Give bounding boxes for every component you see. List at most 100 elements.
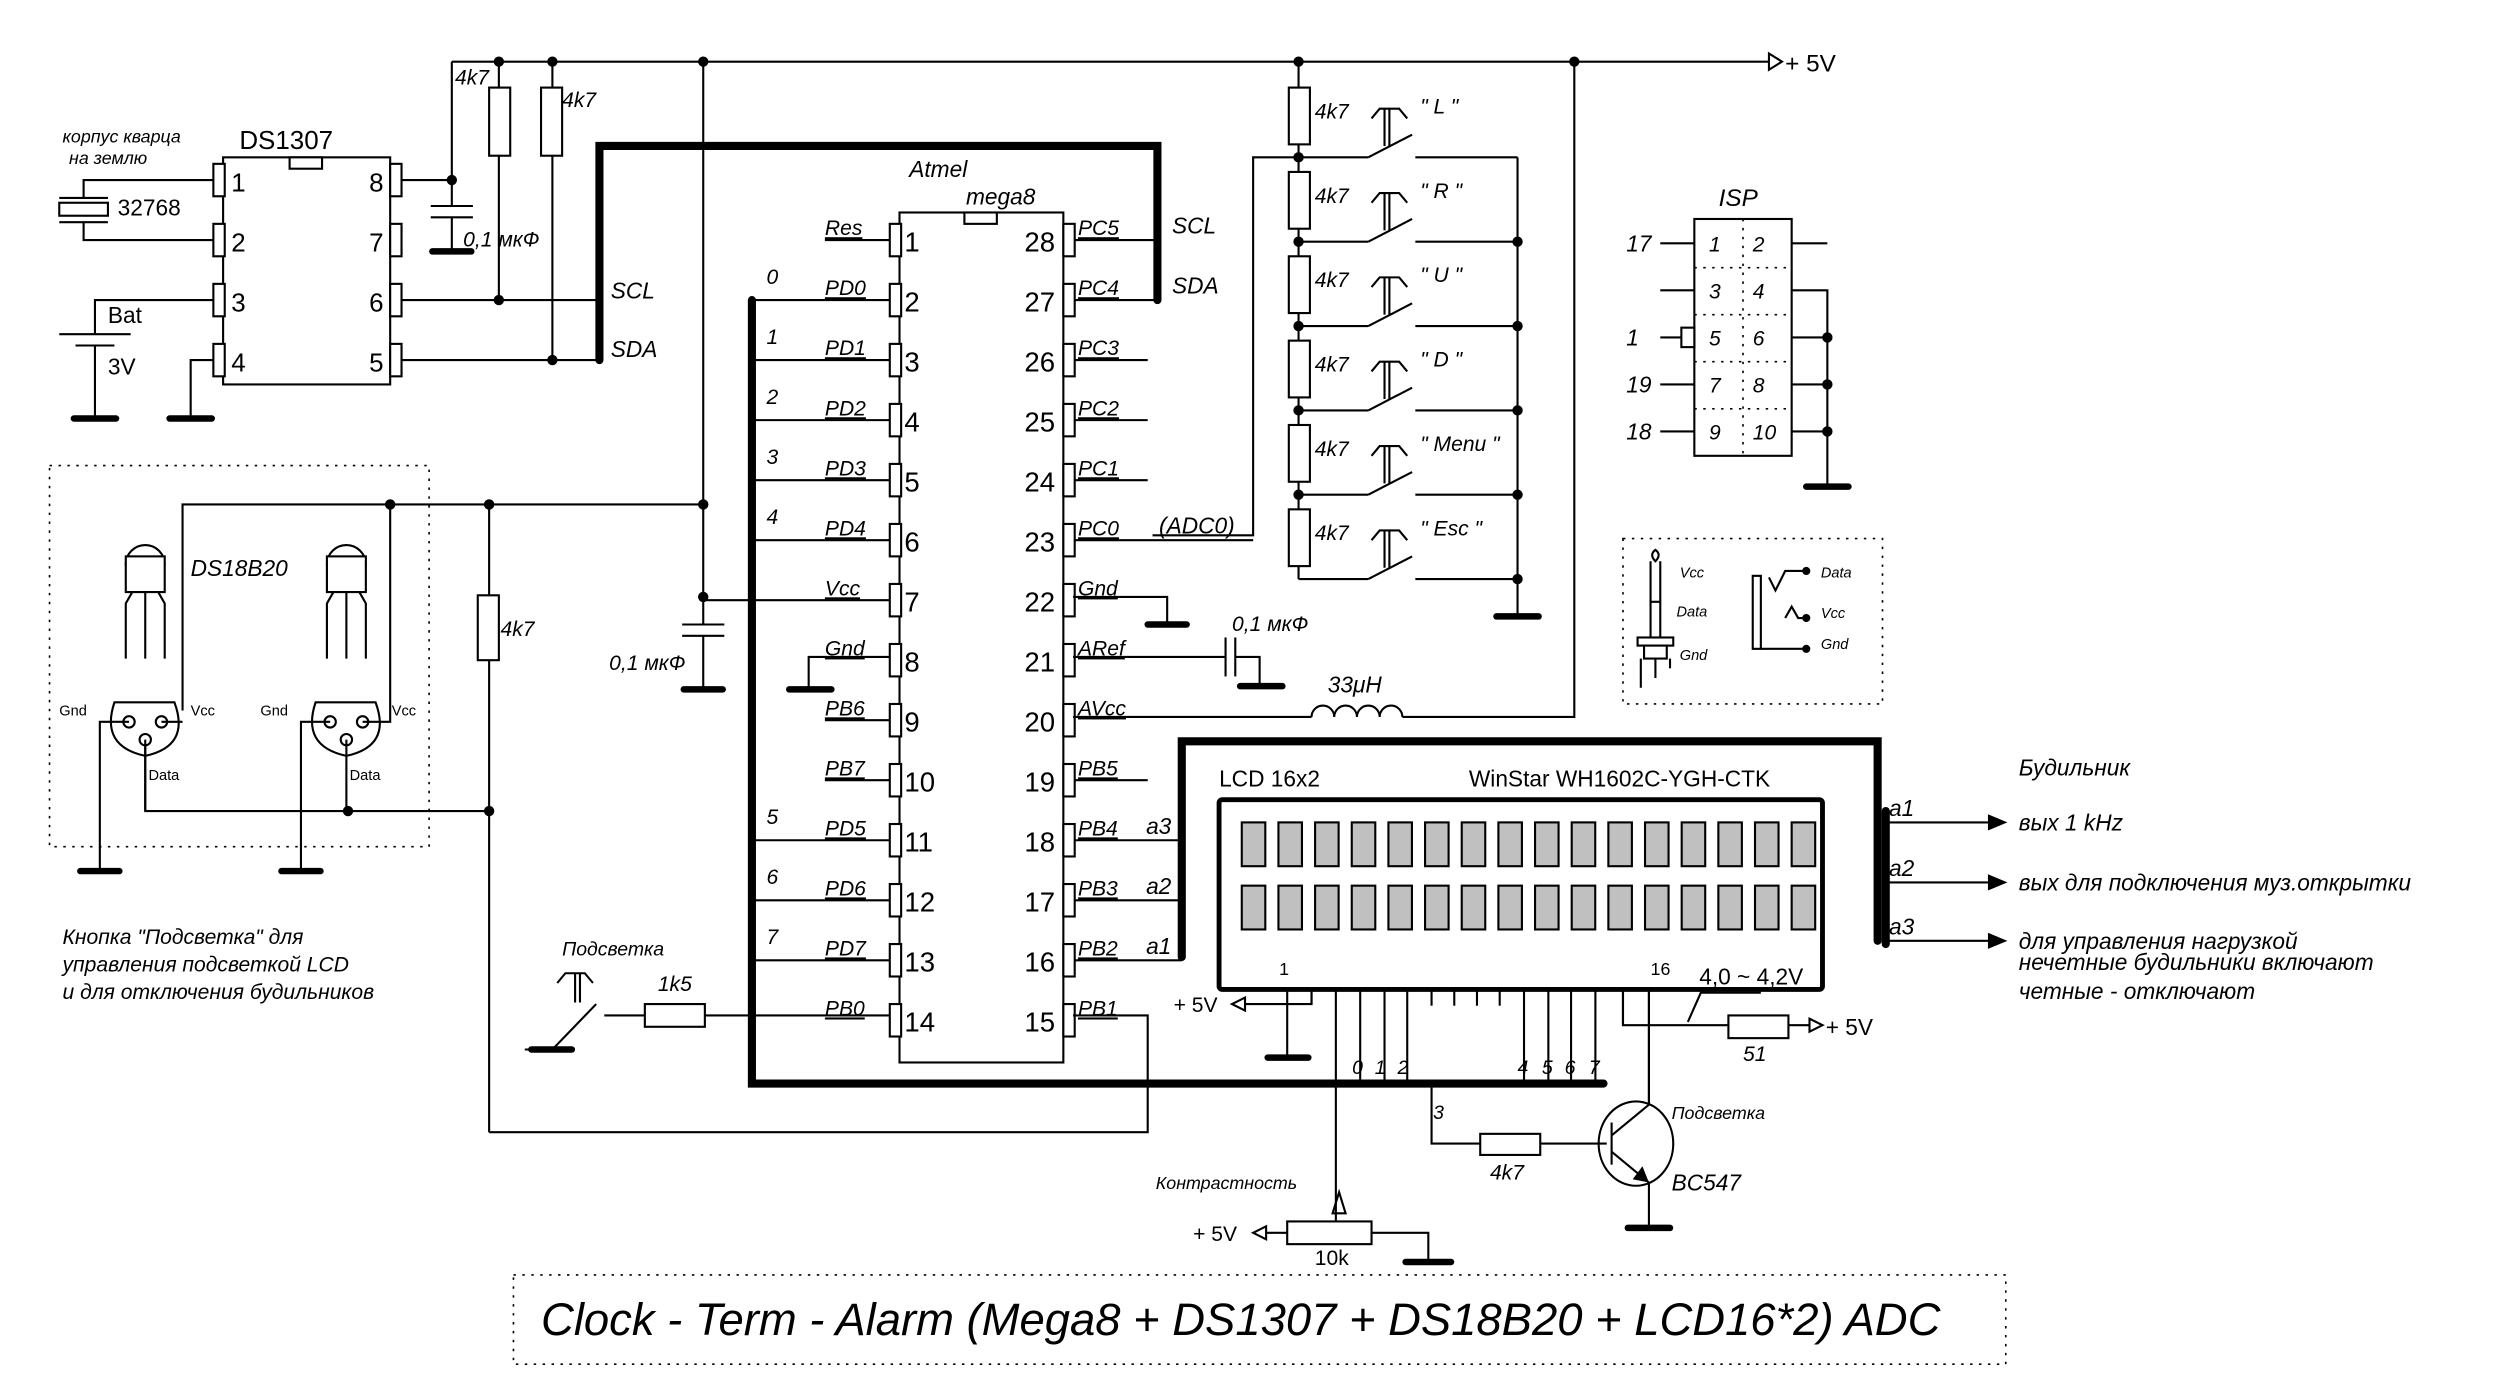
- mcu-model: mega8: [966, 183, 1036, 209]
- sensor-leads-icon: [325, 591, 367, 659]
- lcd-character-cell: [1533, 821, 1560, 868]
- mcu-pin-number: 9: [904, 707, 919, 738]
- scl-label: SCL: [611, 277, 655, 303]
- mcu-pin-box: [888, 402, 903, 438]
- mcu-pin-name: PB5: [1078, 757, 1118, 780]
- push-button-cap-icon: [1370, 360, 1409, 400]
- lcd-character-cell: [1387, 884, 1413, 931]
- mcu-pin-box: [1062, 943, 1076, 978]
- mcu-pin-name: PC0: [1078, 517, 1119, 540]
- mcu-pin-number: 26: [1024, 346, 1055, 377]
- isp-gnd-wire: [1791, 289, 1829, 487]
- lcd-character-cell: [1643, 884, 1670, 931]
- keypad-resistor-label: 4k7: [1315, 353, 1350, 376]
- sensor-body-icon: [124, 555, 166, 594]
- mcu-pin-number: 13: [904, 947, 935, 978]
- rtc-pin-3: 3: [231, 289, 245, 317]
- mcu-pin-name: AVcc: [1076, 697, 1126, 720]
- lcd-data-label: 6: [1565, 1057, 1576, 1079]
- lcd-character-cell: [1680, 821, 1707, 868]
- mcu-pin-name: PD4: [825, 517, 866, 540]
- mcu-pin-box: [888, 1003, 903, 1038]
- lcd-character-cell: [1570, 884, 1597, 931]
- lcd-character-cell: [1497, 821, 1523, 868]
- keypad-button-label: " Esc ": [1420, 517, 1483, 540]
- junction-dot: [1822, 332, 1833, 343]
- keypad-resistor-label: 4k7: [1315, 100, 1350, 123]
- mcu-pin-number: 24: [1024, 466, 1055, 497]
- vcc-rail: + 5V: [451, 50, 1837, 77]
- isp-mcu-pin: 18: [1626, 419, 1652, 445]
- isp-pin-odd: 7: [1709, 375, 1722, 398]
- mcu-pin-name: PD2: [825, 397, 866, 420]
- lcd-pin1-label: 1: [1279, 959, 1289, 979]
- lcd-data-label: 4: [1518, 1057, 1529, 1079]
- push-button-cap-icon: [1370, 276, 1409, 315]
- mcu-vcc-cap: 0,1 мкФ: [609, 61, 726, 693]
- mcu-pin-name: PD1: [825, 337, 866, 360]
- rtc-pin-2: 2: [231, 229, 245, 257]
- mcu-pin-box: [888, 282, 903, 318]
- lcd-character-cell: [1387, 821, 1413, 868]
- isp-pin-even: 10: [1753, 422, 1777, 445]
- backlight-voltage: 4,0 ~ 4,2V: [1699, 964, 1804, 990]
- lcd-character-cell: [1717, 884, 1743, 931]
- mcu-pin-box: [888, 762, 903, 798]
- mcu-pin-name: ARef: [1076, 637, 1127, 660]
- sensor-note-1: Кнопка "Подсветка" для: [63, 926, 304, 949]
- mcu-pin-box: [1062, 462, 1076, 498]
- isp-pin-odd: 9: [1709, 422, 1721, 445]
- mcu-pin-number: 27: [1024, 286, 1055, 317]
- mcu-pin-name: Vcc: [825, 577, 861, 600]
- lcd-character-cell: [1643, 821, 1670, 868]
- keypad-resistor-label: 4k7: [1315, 185, 1350, 208]
- jack-label-data: Data: [1677, 604, 1708, 620]
- mcu-pin-number: 21: [1024, 647, 1055, 678]
- lcd-character-cell: [1240, 884, 1267, 931]
- mcu-pin-box: [1062, 702, 1076, 738]
- rtc-pin-1: 1: [231, 169, 245, 197]
- isp-title: ISP: [1719, 185, 1759, 212]
- push-button-cap-icon: [1370, 191, 1409, 231]
- rtc-pin-8: 8: [369, 169, 383, 197]
- mcu-pin-name: PC5: [1078, 217, 1119, 240]
- keypad-button-label: " D ": [1420, 349, 1463, 372]
- lcd-character-cell: [1277, 884, 1304, 931]
- rtc-pin-7: 7: [369, 229, 383, 257]
- lcd-character-cell: [1680, 884, 1707, 931]
- backlight-button-label: Подсветка: [562, 938, 664, 960]
- keypad-resistor-label: 4k7: [1315, 269, 1350, 292]
- lcd-character-cell: [1570, 821, 1597, 868]
- junction-dot: [1822, 379, 1833, 390]
- vcc-rail-label: + 5V: [1785, 50, 1836, 77]
- isp-mcu-pin: 17: [1626, 230, 1653, 256]
- mcu-pin-box: [1062, 342, 1076, 378]
- junction-dot: [1822, 426, 1833, 437]
- lcd-character-cell: [1607, 884, 1633, 931]
- sensor-pin-gnd: Gnd: [260, 703, 288, 719]
- keypad-button-label: " U ": [1420, 264, 1463, 287]
- bus-index-label: 1: [767, 326, 779, 349]
- contrast-vcc-label: + 5V: [1193, 1223, 1237, 1246]
- bus-index-label: 4: [767, 506, 779, 529]
- bus-index-label: 2: [766, 386, 779, 409]
- sensor-body-icon: [325, 555, 367, 594]
- mcu-pin-name: PC3: [1078, 337, 1119, 360]
- keypad-button-label: " Menu ": [1420, 433, 1501, 456]
- sensor-pin-data: Data: [350, 768, 382, 784]
- sensor-name: DS18B20: [191, 555, 289, 581]
- mcu-pin-number: 12: [904, 887, 935, 918]
- lcd-character-cell: [1424, 821, 1450, 868]
- isp-mcu-pin: 1: [1626, 325, 1639, 351]
- keypad-resistor: [1287, 86, 1311, 146]
- transistor-note: Подсветка: [1672, 1103, 1765, 1123]
- mcu-pin-number: 6: [904, 527, 919, 558]
- pullup-1-label: 4k7: [455, 66, 490, 89]
- mcu-pin-number: 1: [904, 226, 919, 257]
- mcu-pin-number: 15: [1024, 1007, 1055, 1038]
- socket-label-data: Data: [1821, 565, 1852, 581]
- alarm-output-id: a3: [1889, 913, 1915, 939]
- mcu-pin-name: PB0: [825, 997, 865, 1020]
